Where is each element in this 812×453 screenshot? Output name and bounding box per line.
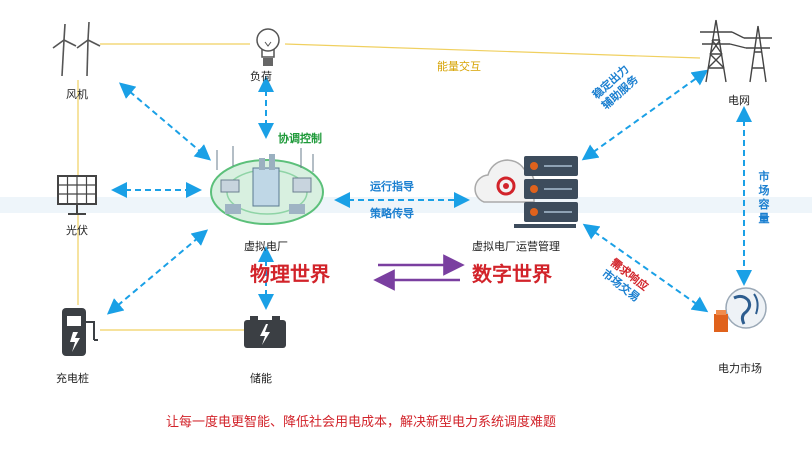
exchange-arrows xyxy=(373,254,465,291)
solar-label: 光伏 xyxy=(66,224,88,237)
wind-turbine-icon xyxy=(52,21,101,77)
charging-pile-icon xyxy=(62,308,98,356)
globe-market-icon xyxy=(714,287,767,332)
grid-label: 电网 xyxy=(728,94,750,107)
solar-panel-icon xyxy=(57,175,97,215)
physical-world-title: 物理世界 xyxy=(250,262,330,286)
market-label: 电力市场 xyxy=(718,362,762,375)
digital-world-title: 数字世界 xyxy=(472,262,552,286)
lightbulb-icon xyxy=(256,28,280,66)
charger-label: 充电桩 xyxy=(56,372,89,385)
energy-interaction-label: 能量交互 xyxy=(437,60,481,73)
market-capacity-label: 市场容量 xyxy=(758,170,770,225)
slogan-text: 让每一度电更智能、降低社会用电成本，解决新型电力系统调度难题 xyxy=(166,415,557,430)
storage-label: 储能 xyxy=(250,372,272,385)
load-label: 负荷 xyxy=(250,70,272,83)
coordination-label: 协调控制 xyxy=(278,132,322,145)
wind-label: 风机 xyxy=(66,88,88,101)
operation-guidance-label: 运行指导 xyxy=(370,180,414,193)
dashed-arrows xyxy=(106,69,752,315)
strategy-transfer-label: 策略传导 xyxy=(370,207,414,220)
vpp-ops-label: 虚拟电厂运营管理 xyxy=(472,240,560,253)
virtual-power-plant-illustration xyxy=(210,146,324,225)
battery-storage-icon xyxy=(244,316,286,348)
power-tower-icon xyxy=(700,19,772,83)
vpp-label: 虚拟电厂 xyxy=(244,240,288,253)
server-cloud-icon xyxy=(474,156,578,228)
energy-lines xyxy=(77,43,701,331)
